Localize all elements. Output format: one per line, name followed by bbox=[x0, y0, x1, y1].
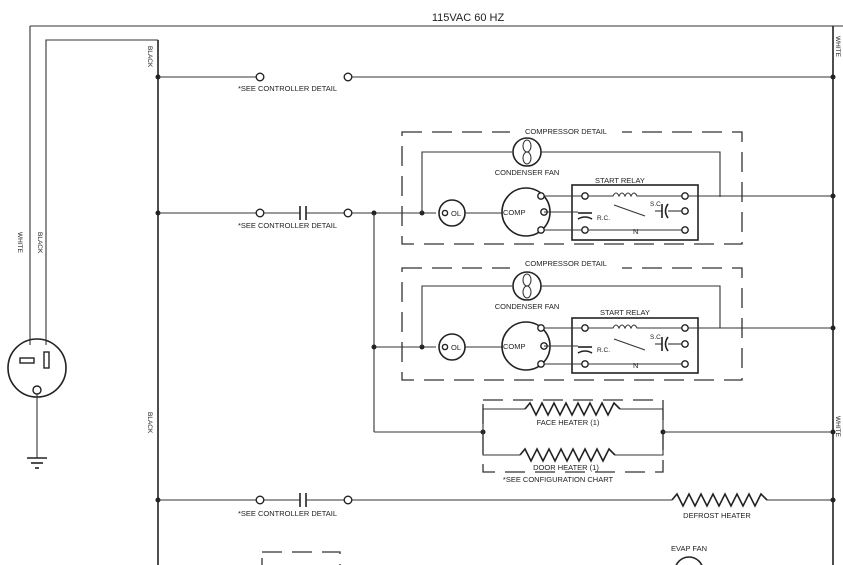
svg-text:S.C.: S.C. bbox=[650, 334, 663, 341]
start-relay-label-1: START RELAY bbox=[595, 176, 645, 185]
evap-fan-label: EVAP FAN bbox=[671, 544, 707, 553]
svg-text:COMP: COMP bbox=[503, 342, 526, 351]
controller-terminal bbox=[255, 208, 265, 218]
compressor-detail-title-1: COMPRESSOR DETAIL bbox=[525, 127, 607, 136]
svg-text:OL: OL bbox=[451, 343, 461, 352]
face-heater-label: FACE HEATER (1) bbox=[537, 418, 600, 427]
controller-terminal bbox=[255, 495, 265, 505]
controller-terminal bbox=[343, 208, 353, 218]
defrost-heater-label: DEFROST HEATER bbox=[683, 511, 751, 520]
svg-text:OL: OL bbox=[451, 209, 461, 218]
svg-text:N: N bbox=[633, 227, 638, 236]
defrost-heater-icon bbox=[671, 492, 768, 508]
face-heater-icon bbox=[524, 401, 621, 417]
controller-terminal bbox=[343, 72, 353, 82]
condenser-fan-label-1: CONDENSER FAN bbox=[495, 168, 560, 177]
cord-white-label: WHITE bbox=[16, 232, 23, 254]
right-bus-label-top: WHITE bbox=[834, 36, 841, 58]
start-relay-label-2: START RELAY bbox=[600, 308, 650, 317]
svg-text:N: N bbox=[633, 361, 638, 370]
svg-text:S.C.: S.C. bbox=[650, 201, 663, 208]
svg-text:COMP: COMP bbox=[503, 208, 526, 217]
left-bus-label-bottom: BLACK bbox=[146, 412, 153, 434]
right-bus-label-bottom: WHITE bbox=[834, 416, 841, 438]
controller-terminal bbox=[343, 495, 353, 505]
left-bus-label-top: BLACK bbox=[146, 46, 153, 68]
controller-detail-note-3: *SEE CONTROLLER DETAIL bbox=[238, 509, 337, 518]
condenser-fan-icon-2 bbox=[512, 271, 542, 301]
configuration-chart-note: *SEE CONFIGURATION CHART bbox=[503, 475, 614, 484]
cord-black-label: BLACK bbox=[36, 232, 43, 254]
evap-fan-icon bbox=[675, 556, 703, 565]
power-plug bbox=[7, 338, 67, 398]
compressor-detail-title-2: COMPRESSOR DETAIL bbox=[525, 259, 607, 268]
controller-terminal bbox=[255, 72, 265, 82]
ground-icon bbox=[27, 394, 47, 469]
controller-box-partial bbox=[261, 551, 341, 565]
condenser-fan-label-2: CONDENSER FAN bbox=[495, 302, 560, 311]
condenser-fan-icon-1 bbox=[512, 137, 542, 167]
black-wire-to-main bbox=[45, 39, 158, 345]
door-heater-icon bbox=[519, 447, 616, 463]
controller-detail-note-1: *SEE CONTROLLER DETAIL bbox=[238, 84, 337, 93]
svg-text:R.C.: R.C. bbox=[597, 215, 610, 222]
door-heater-label: DOOR HEATER (1) bbox=[533, 463, 599, 472]
controller-detail-note-2: *SEE CONTROLLER DETAIL bbox=[238, 221, 337, 230]
heater-config-box bbox=[482, 399, 664, 473]
supply-label: 115VAC 60 HZ bbox=[432, 12, 505, 24]
svg-text:R.C.: R.C. bbox=[597, 347, 610, 354]
